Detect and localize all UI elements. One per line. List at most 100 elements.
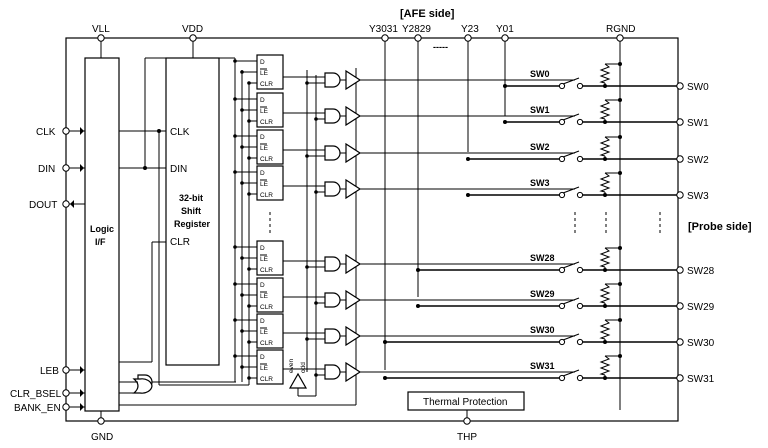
sr-clr-label: CLR bbox=[170, 237, 190, 248]
bottom-pins: GND THP bbox=[91, 410, 477, 443]
junction-dot bbox=[503, 84, 507, 88]
y3031-label: Y3031 bbox=[369, 24, 398, 35]
switch-blade bbox=[562, 113, 580, 121]
pin-bank-en: BANK_EN bbox=[14, 403, 61, 414]
junction-dot bbox=[233, 354, 237, 358]
ff-d-label: D bbox=[260, 97, 265, 104]
vdd-label: VDD bbox=[182, 24, 203, 35]
switch-contact bbox=[558, 374, 566, 382]
switch-label: SW1 bbox=[530, 105, 550, 115]
and-gate bbox=[324, 256, 341, 272]
switch-label: SW0 bbox=[530, 69, 550, 79]
junction-dot bbox=[603, 376, 607, 380]
junction-dot bbox=[466, 193, 470, 197]
switch-blade bbox=[562, 261, 580, 269]
level-shifter bbox=[345, 69, 362, 91]
junction-dot bbox=[314, 190, 318, 194]
sr-clk-label: CLK bbox=[170, 127, 190, 138]
junction-dot bbox=[247, 340, 251, 344]
junction-dot bbox=[305, 337, 309, 341]
thermal-protection-block bbox=[407, 391, 525, 411]
ff-d-label: D bbox=[260, 318, 265, 325]
junction-dot bbox=[603, 340, 607, 344]
junction-dot bbox=[233, 282, 237, 286]
and-gate bbox=[324, 108, 341, 124]
even-label: even bbox=[288, 359, 295, 373]
pulldown-resistor bbox=[599, 247, 611, 268]
junction-dot bbox=[466, 157, 470, 161]
junction-dot bbox=[314, 117, 318, 121]
shift-register-block bbox=[165, 57, 220, 366]
junction-dot bbox=[618, 62, 622, 66]
switch-label: SW3 bbox=[530, 178, 550, 188]
pulldown-resistor bbox=[599, 172, 611, 193]
switch-contact bbox=[558, 118, 566, 126]
ff-d-label: D bbox=[260, 170, 265, 177]
gnd-label: GND bbox=[91, 432, 113, 443]
and-gate bbox=[324, 364, 341, 380]
ff-d-label: D bbox=[260, 354, 265, 361]
pulldown-resistor bbox=[599, 99, 611, 120]
junction-dot bbox=[603, 84, 607, 88]
level-shifter bbox=[345, 289, 362, 311]
junction-dot bbox=[603, 157, 607, 161]
shift-label-1: 32-bit bbox=[179, 193, 203, 203]
pulldown-resistor bbox=[599, 355, 611, 376]
output-label: SW31 bbox=[687, 374, 715, 385]
flip-flop bbox=[256, 165, 284, 201]
junction-dot bbox=[603, 120, 607, 124]
junction-dot bbox=[247, 81, 251, 85]
ff-le-label: LE bbox=[260, 329, 269, 336]
output-label: SW29 bbox=[687, 302, 715, 313]
junction-dot bbox=[618, 318, 622, 322]
switch-contact bbox=[558, 302, 566, 310]
level-shifter bbox=[345, 361, 362, 383]
junction-dot bbox=[503, 120, 507, 124]
junction-dot bbox=[383, 376, 387, 380]
ff-clr-label: CLR bbox=[260, 119, 273, 126]
output-label: SW3 bbox=[687, 191, 709, 202]
switch-blade bbox=[562, 369, 580, 377]
switch-blade bbox=[562, 186, 580, 194]
pin-din: DIN bbox=[38, 164, 55, 175]
pulldown-resistor bbox=[599, 319, 611, 340]
junction-dot bbox=[603, 193, 607, 197]
level-shifter bbox=[345, 178, 362, 200]
logic-label-2: I/F bbox=[95, 237, 106, 247]
ff-d-label: D bbox=[260, 134, 265, 141]
junction-dot bbox=[247, 304, 251, 308]
junction-dot bbox=[314, 373, 318, 377]
switch-contact bbox=[576, 374, 584, 382]
ff-clr-label: CLR bbox=[260, 267, 273, 274]
switch-contact bbox=[576, 302, 584, 310]
junction-dot bbox=[233, 134, 237, 138]
junction-dot bbox=[618, 98, 622, 102]
ff-d-label: D bbox=[260, 59, 265, 66]
odd-label: odd bbox=[300, 362, 307, 373]
switch-label: SW2 bbox=[530, 142, 550, 152]
junction-dot bbox=[240, 70, 244, 74]
flip-flop bbox=[256, 240, 284, 276]
rgnd-label: RGND bbox=[606, 24, 635, 35]
junction-dot bbox=[240, 145, 244, 149]
ff-clr-label: CLR bbox=[260, 81, 273, 88]
junction-dot bbox=[305, 81, 309, 85]
pin-leb: LEB bbox=[40, 366, 59, 377]
output-pin bbox=[676, 374, 684, 382]
junction-dot bbox=[240, 293, 244, 297]
switch-label: SW28 bbox=[530, 253, 555, 263]
output-label: SW30 bbox=[687, 338, 715, 349]
and-gate bbox=[324, 292, 341, 308]
thp-label: THP bbox=[457, 432, 477, 443]
junction-dot bbox=[240, 256, 244, 260]
output-pin bbox=[676, 266, 684, 274]
ff-clr-label: CLR bbox=[260, 340, 273, 347]
switch-blade bbox=[562, 297, 580, 305]
junction-dot bbox=[233, 170, 237, 174]
y2829-label: Y2829 bbox=[402, 24, 431, 35]
level-shifter bbox=[345, 142, 362, 164]
afe-dashes: ----- bbox=[433, 42, 448, 52]
junction-dot bbox=[618, 135, 622, 139]
ff-le-label: LE bbox=[260, 145, 269, 152]
pulldown-resistor bbox=[599, 283, 611, 304]
